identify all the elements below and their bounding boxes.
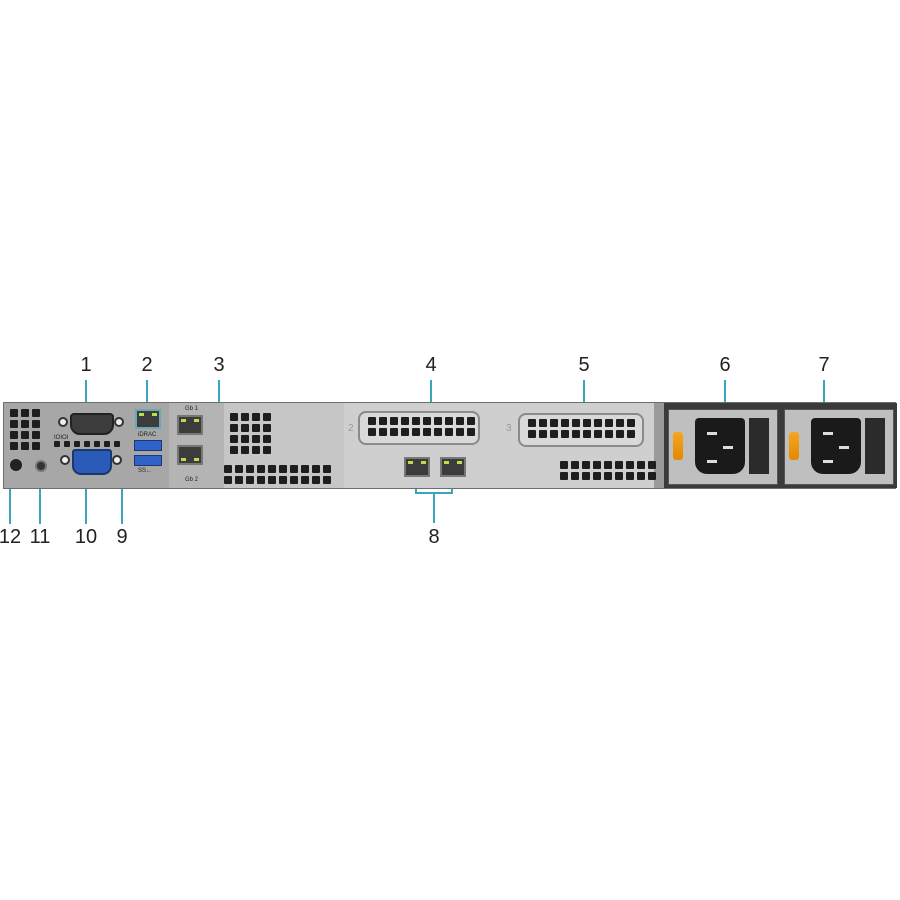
idrac-direct-port[interactable] [35, 460, 47, 472]
ocp-port-2[interactable] [440, 457, 466, 477]
center-vent-panel [224, 403, 344, 488]
pcie-vent-3 [528, 419, 635, 438]
psu-2-latch[interactable] [865, 418, 885, 474]
callout-line-12 [9, 465, 11, 524]
psu-2-handle[interactable] [789, 432, 799, 460]
lom-port-gb1[interactable] [177, 415, 203, 435]
idrac-label: iDRAC [138, 432, 157, 438]
callout-11: 11 [29, 526, 51, 548]
callout-line-5 [583, 380, 585, 420]
vent-row-mid [54, 441, 120, 447]
io-panel: IOIOI iDRAC SS← [4, 403, 169, 488]
callout-line-4 [430, 380, 432, 420]
callout-line-6 [724, 380, 726, 420]
callout-line-1 [85, 380, 87, 418]
callout-8: 8 [428, 526, 440, 548]
vga-screw-left [60, 455, 70, 465]
serial-screw-right [114, 417, 124, 427]
usb3-port-2[interactable] [134, 455, 162, 466]
callout-1: 1 [80, 354, 92, 376]
system-id-button[interactable] [10, 459, 22, 471]
callout-10: 10 [74, 526, 98, 548]
callout-line-11 [39, 465, 41, 524]
callout-6: 6 [719, 354, 731, 376]
vent-grille-center [230, 413, 271, 454]
usb-label: SS← [138, 468, 153, 474]
callout-12: 12 [0, 526, 22, 548]
psu-bay [664, 403, 897, 488]
callout-line-9 [121, 458, 123, 524]
pcie-vent-2 [368, 417, 475, 436]
vent-grille-left [10, 409, 40, 450]
callout-bracket-8 [415, 492, 453, 494]
idrac-port[interactable] [135, 409, 161, 429]
callout-2: 2 [141, 354, 153, 376]
psu-1-latch[interactable] [749, 418, 769, 474]
riser-slot-2: 2 [344, 403, 494, 488]
callout-line-7 [823, 380, 825, 420]
riser3-label: 3 [506, 423, 512, 434]
pcie-bracket-2[interactable] [358, 411, 480, 445]
callout-4: 4 [425, 354, 437, 376]
riser2-label: 2 [348, 423, 354, 434]
callout-9: 9 [116, 526, 128, 548]
vent-grille-bottom [224, 465, 331, 484]
serial-screw-left [58, 417, 68, 427]
callout-line-10 [85, 468, 87, 524]
usb3-port-1[interactable] [134, 440, 162, 451]
psu-1-handle[interactable] [673, 432, 683, 460]
callout-line-8 [433, 493, 435, 523]
power-supply-1[interactable] [668, 409, 778, 485]
pcie-bracket-3[interactable] [518, 413, 644, 447]
lom-port-gb2[interactable] [177, 445, 203, 465]
serial-label: IOIOI [54, 435, 69, 441]
riser-slot-3: 3 [494, 403, 656, 488]
psu-1-ac-socket[interactable] [695, 418, 745, 474]
callout-3: 3 [213, 354, 225, 376]
serial-port[interactable] [70, 413, 114, 435]
vga-port[interactable] [72, 449, 112, 475]
vent-grille-riser3 [560, 461, 656, 480]
vga-screw-right [112, 455, 122, 465]
callout-7: 7 [818, 354, 830, 376]
server-chassis: IOIOI iDRAC SS← Gb 1 Gb 2 [3, 402, 897, 489]
callout-line-2 [146, 380, 148, 418]
callout-5: 5 [578, 354, 590, 376]
psu-2-ac-socket[interactable] [811, 418, 861, 474]
gb2-label: Gb 2 [185, 477, 199, 483]
gb1-label: Gb 1 [185, 406, 199, 412]
ocp-port-1[interactable] [404, 457, 430, 477]
power-supply-2[interactable] [784, 409, 894, 485]
lom-ports-panel: Gb 1 Gb 2 [169, 403, 224, 488]
